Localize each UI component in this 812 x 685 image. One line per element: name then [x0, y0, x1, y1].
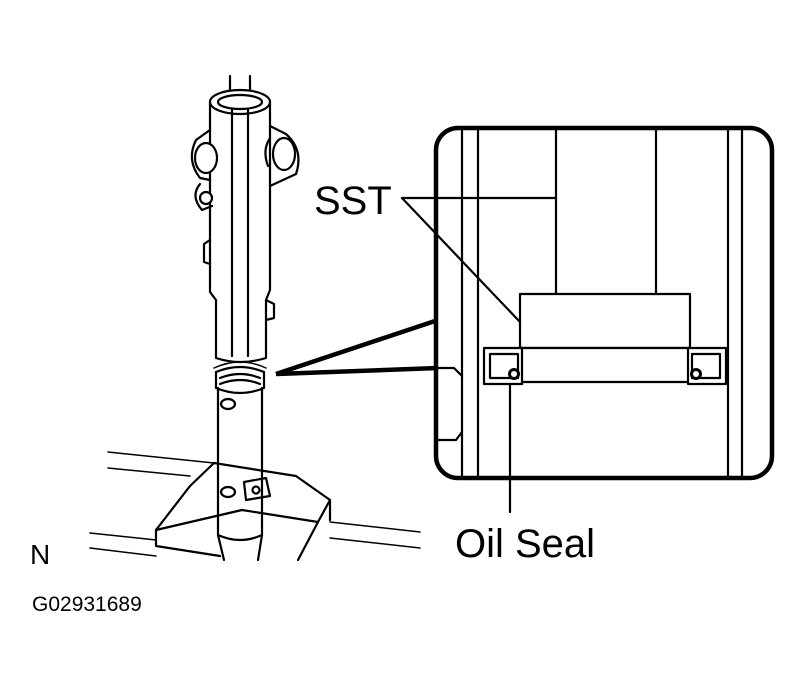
- oil-seal-label: Oil Seal: [455, 522, 595, 566]
- corner-letter: N: [30, 539, 50, 570]
- sst-tool: [190, 74, 300, 364]
- leader-lines: [400, 196, 558, 514]
- callout-pointer: [275, 317, 439, 377]
- figure-code: G02931689: [32, 593, 142, 616]
- oil-seal-on-tube: [213, 361, 267, 395]
- lower-tube: [216, 386, 272, 562]
- press-base: [89, 451, 421, 562]
- detail-view: [433, 125, 775, 481]
- sst-label: SST: [314, 179, 392, 223]
